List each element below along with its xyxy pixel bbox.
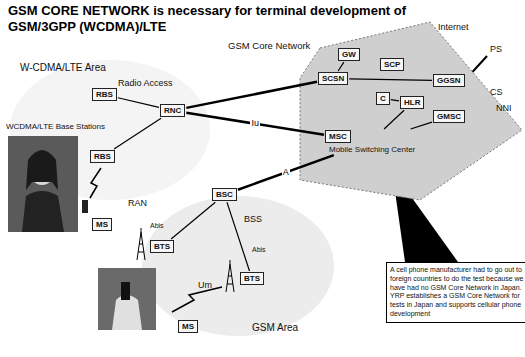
network-element-box: RBS (90, 150, 115, 163)
phone-icon (82, 200, 88, 213)
text-label: CS (490, 87, 503, 97)
node-text: RBS (94, 152, 111, 161)
connector-label: A (282, 168, 290, 178)
node-text: SCP (384, 60, 400, 69)
network-element-box: MS (92, 218, 112, 231)
text-label: GSM Area (252, 322, 298, 333)
text-label: Radio Access (118, 78, 173, 88)
network-element-box: RBS (92, 88, 117, 101)
radio-link (172, 287, 222, 312)
network-element-box: C (376, 92, 390, 105)
radio-link (90, 168, 101, 198)
text-label: Abis (150, 222, 164, 229)
node-text: BTS (154, 242, 170, 251)
woman-photo (8, 136, 78, 232)
network-element-box: SCSN (318, 72, 348, 85)
node-text: MS (182, 322, 194, 331)
network-element-box: GMSC (433, 110, 465, 123)
network-element-box: MS (178, 320, 198, 333)
text-label: W-CDMA/LTE Area (20, 62, 106, 73)
node-text: GW (342, 50, 356, 59)
connector (118, 98, 159, 108)
network-element-box: RNC (160, 104, 185, 117)
node-text: A cell phone manufacturer had to go out … (390, 266, 525, 319)
core-network-region: GSM Core NetworkGW SCP GGSN SCSN C HLR GMSC MSC… (228, 18, 525, 203)
node-text: GSM Core Network (228, 40, 310, 51)
network-element-box: GW (338, 48, 360, 61)
network-element-box: MSC Mobile Switching Center (325, 130, 415, 154)
gsm-area-shade (142, 196, 334, 336)
bts-tower (137, 228, 234, 292)
node-text: Mobile Switching Center (329, 145, 415, 154)
text-label: PS (490, 44, 502, 54)
network-element-box: SCP (380, 58, 404, 71)
node-text: GGSN (437, 76, 461, 85)
node-text: C (380, 94, 386, 103)
network-element-box: BSC (212, 188, 237, 201)
node-text: BSC (216, 190, 233, 199)
network-element-box: BTS (240, 272, 264, 285)
note-box: A cell phone manufacturer had to go out … (386, 262, 525, 323)
connector (186, 82, 317, 108)
node-text: SCSN (322, 74, 344, 83)
node-text: HLR (404, 98, 420, 107)
text-label: Abis (252, 246, 266, 253)
text-label: Internet (438, 22, 469, 32)
node-text: BTS (244, 274, 260, 283)
node-text: GMSC (437, 112, 461, 121)
network-element-box: BTS (150, 240, 174, 253)
text-label: WCDMA/LTE Base Stations (6, 122, 105, 131)
text-label: NNI (496, 103, 512, 113)
connector-label: Iu (250, 119, 260, 129)
node-text: RBS (96, 90, 113, 99)
text-label: Um (198, 280, 212, 290)
connector (171, 202, 215, 239)
connector (227, 202, 250, 271)
diagram-title: GSM CORE NETWORK is necessary for termin… (8, 3, 438, 34)
node-text: MSC (325, 130, 351, 143)
network-element-box: HLR (400, 96, 424, 109)
connector (114, 118, 161, 149)
text-label: BSS (244, 214, 262, 224)
hand-photo (98, 268, 156, 330)
network-element-box: GGSN (433, 74, 465, 87)
node-text: RNC (164, 106, 181, 115)
node-text: MS (96, 220, 108, 229)
text-label: RAN (128, 198, 147, 208)
